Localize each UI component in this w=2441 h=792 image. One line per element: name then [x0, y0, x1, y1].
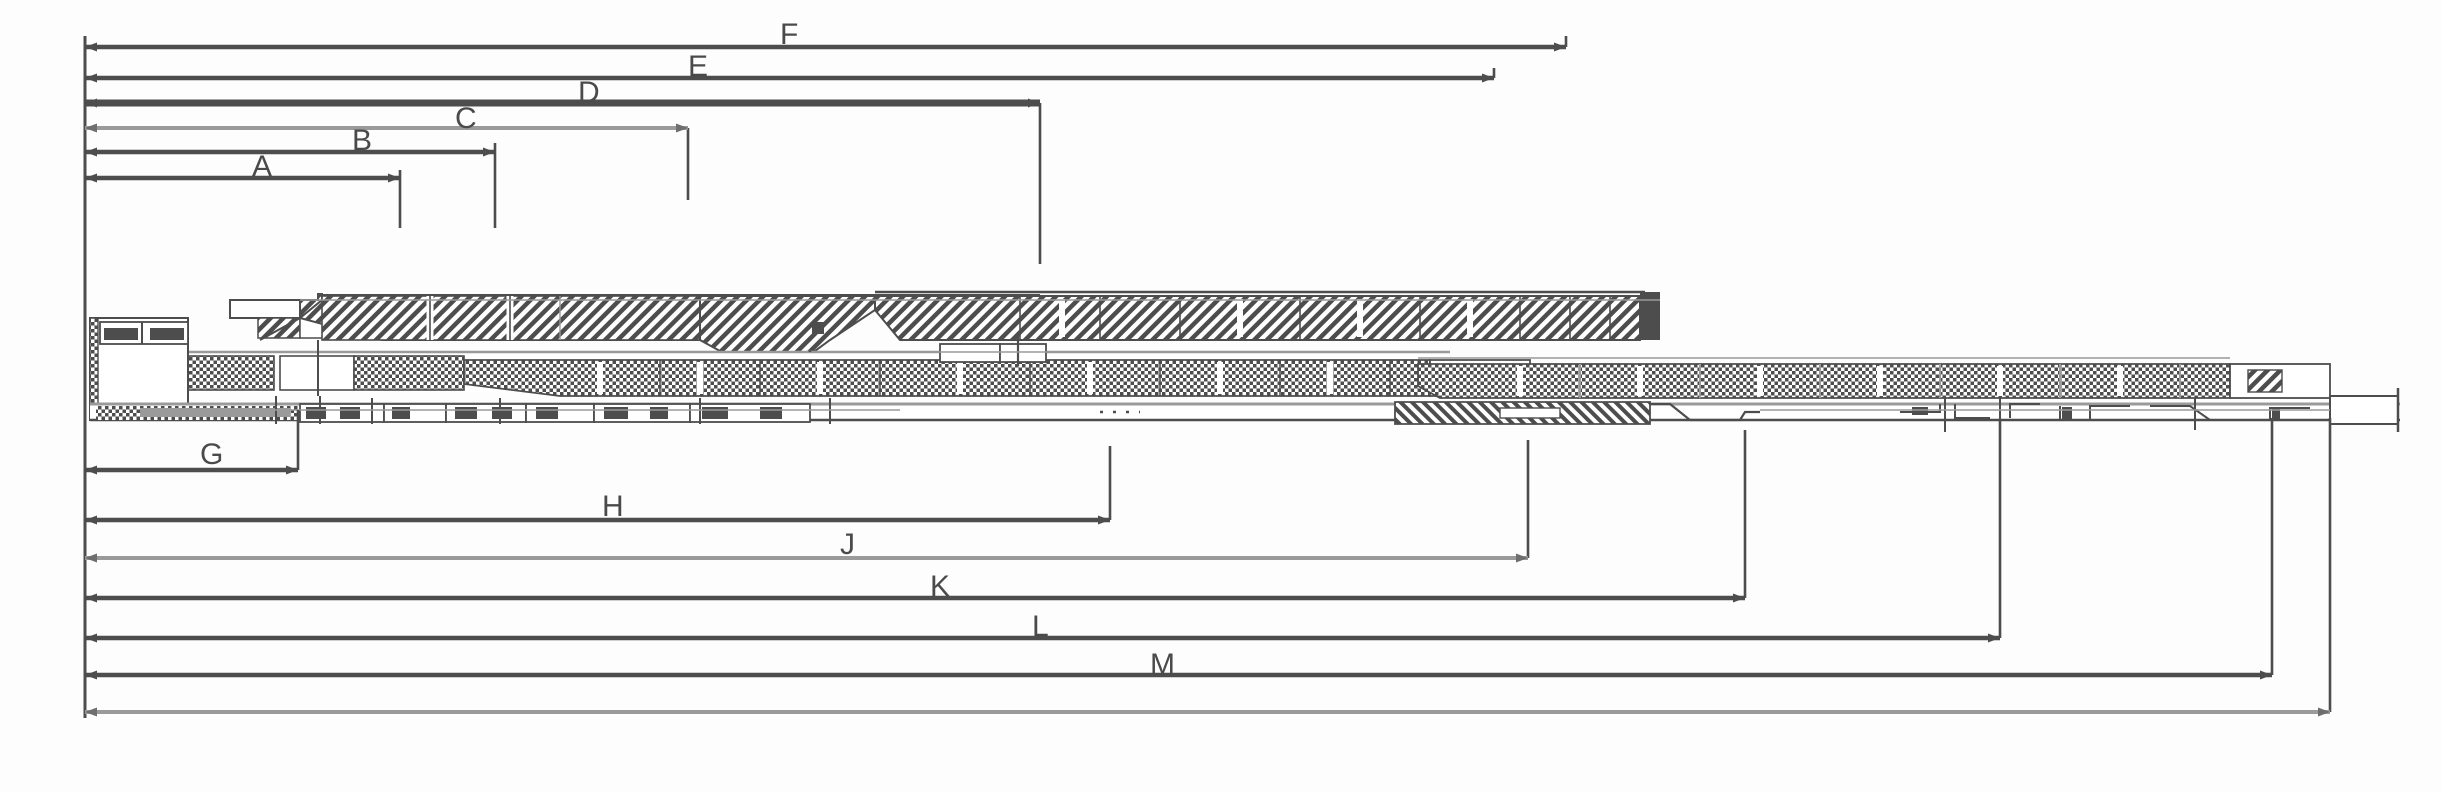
dimension-label-G: G: [200, 438, 224, 471]
inner-rail-section: [229, 290, 1660, 363]
dimension-label-H: H: [602, 490, 624, 523]
dimension-label-B: B: [352, 124, 373, 157]
dimension-label-A: A: [252, 150, 273, 183]
slide-assembly-drawing: [89, 290, 2400, 432]
dimension-label-F: F: [780, 18, 799, 51]
dimension-label-L: L: [1032, 610, 1049, 643]
dimension-label-E: E: [688, 50, 709, 83]
dimension-label-K: K: [930, 570, 951, 603]
dimension-label-D: D: [578, 76, 600, 109]
construction-lines: [140, 299, 2330, 411]
dimension-label-M: M: [1150, 648, 1175, 681]
dimension-label-C: C: [455, 102, 477, 135]
outer-rail-section: [89, 317, 2400, 432]
dimension-label-J: J: [840, 528, 855, 561]
